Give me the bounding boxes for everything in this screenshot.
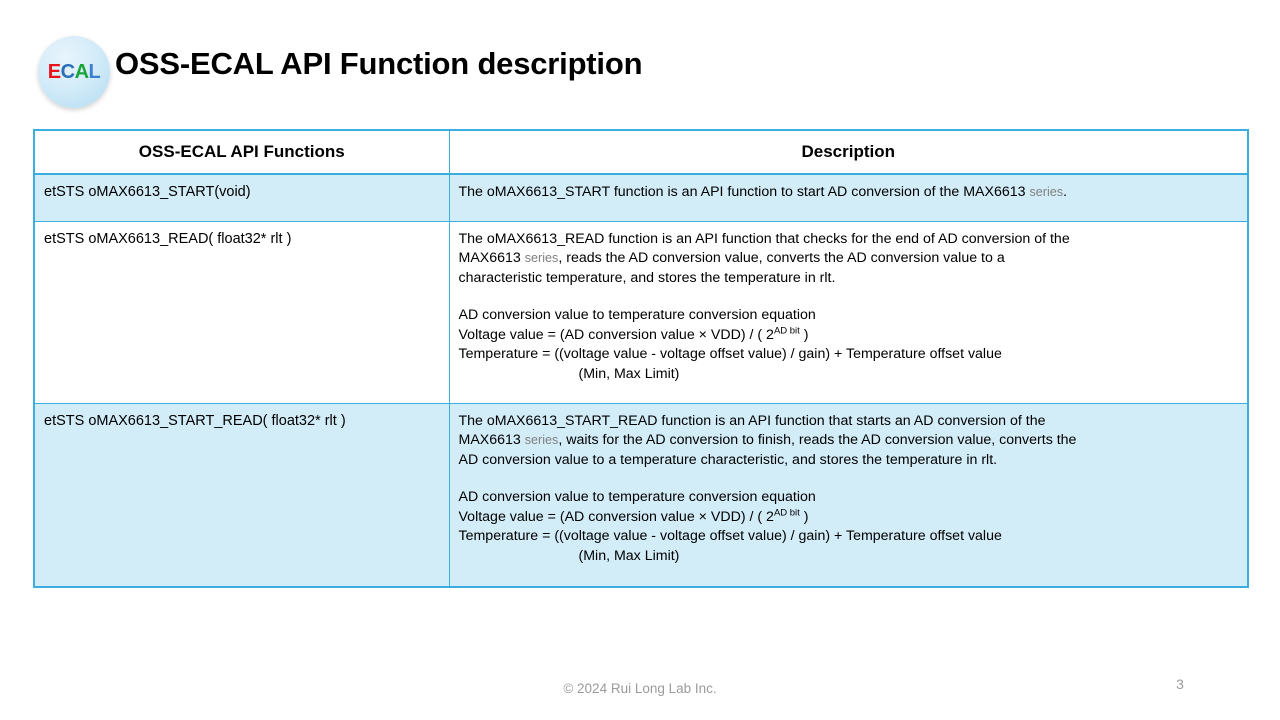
- logo-letter-e: E: [47, 61, 61, 83]
- equation-temperature: Temperature = ((voltage value - voltage …: [458, 528, 1002, 545]
- series-word: series: [1029, 185, 1064, 199]
- equation-voltage: Voltage value = (AD conversion value × V…: [459, 326, 1240, 345]
- series-word: series: [524, 433, 559, 448]
- description-spacer: [459, 470, 1240, 488]
- description-line: MAX6613 series, waits for the AD convers…: [459, 431, 1240, 450]
- column-header-description: Description: [448, 129, 1249, 175]
- logo-letter-l: L: [88, 61, 101, 83]
- function-signature: etSTS oMAX6613_START(void): [33, 173, 450, 222]
- description-text-end: , reads the AD conversion value, convert…: [558, 250, 1005, 267]
- equation-heading: AD conversion value to temperature conve…: [458, 489, 816, 506]
- logo-letter-c: C: [60, 61, 75, 83]
- description-line: The oMAX6613_READ function is an API fun…: [458, 231, 1070, 247]
- equation-exponent: AD bit: [773, 325, 800, 337]
- ecal-logo-text: ECAL: [47, 61, 101, 83]
- slide-header: ECAL OSS-ECAL API Function description: [0, 0, 1280, 118]
- ecal-logo: ECAL: [38, 36, 110, 108]
- equation-voltage-text: Voltage value = (AD conversion value × V…: [458, 508, 774, 525]
- equation-exponent: AD bit: [773, 507, 800, 519]
- description-text: The oMAX6613_START function is an API fu…: [458, 184, 1030, 200]
- equation-temperature: Temperature = ((voltage value - voltage …: [458, 346, 1002, 363]
- description-line: The oMAX6613_START_READ function is an A…: [458, 413, 1046, 429]
- description-line: MAX6613 series, reads the AD conversion …: [459, 249, 1240, 268]
- table-row: etSTS oMAX6613_READ( float32* rlt ) The …: [33, 221, 1249, 404]
- function-description: The oMAX6613_READ function is an API fun…: [448, 221, 1249, 404]
- description-text: MAX6613: [458, 250, 525, 267]
- page-title: OSS-ECAL API Function description: [115, 46, 643, 81]
- table-row: etSTS oMAX6613_START_READ( float32* rlt …: [33, 403, 1249, 588]
- description-line: AD conversion value to a temperature cha…: [458, 451, 998, 468]
- equation-voltage: Voltage value = (AD conversion value × V…: [459, 508, 1240, 527]
- description-text-end: , waits for the AD conversion to finish,…: [558, 432, 1077, 449]
- equation-limit: (Min, Max Limit): [578, 365, 680, 382]
- logo-letter-a: A: [74, 61, 89, 83]
- equation-voltage-tail: ): [799, 508, 809, 525]
- function-description: The oMAX6613_START_READ function is an A…: [448, 403, 1249, 588]
- description-text-end: .: [1063, 184, 1068, 200]
- description-line: characteristic temperature, and stores t…: [458, 269, 836, 286]
- series-word: series: [524, 251, 559, 266]
- column-header-functions: OSS-ECAL API Functions: [33, 129, 450, 175]
- description-text: MAX6613: [458, 432, 525, 449]
- table-header-row: OSS-ECAL API Functions Description: [33, 129, 1249, 175]
- function-signature: etSTS oMAX6613_START_READ( float32* rlt …: [33, 403, 450, 588]
- function-signature: etSTS oMAX6613_READ( float32* rlt ): [33, 221, 450, 404]
- page-number: 3: [1176, 676, 1184, 692]
- description-line: The oMAX6613_START function is an API fu…: [459, 183, 1240, 202]
- equation-voltage-text: Voltage value = (AD conversion value × V…: [458, 326, 774, 343]
- equation-voltage-tail: ): [799, 326, 809, 343]
- equation-heading: AD conversion value to temperature conve…: [458, 307, 816, 324]
- api-function-table: OSS-ECAL API Functions Description etSTS…: [33, 129, 1249, 588]
- function-description: The oMAX6613_START function is an API fu…: [448, 173, 1249, 222]
- footer-copyright: © 2024 Rui Long Lab Inc.: [563, 681, 717, 696]
- equation-limit: (Min, Max Limit): [578, 547, 680, 564]
- table-row: etSTS oMAX6613_START(void) The oMAX6613_…: [33, 173, 1249, 222]
- description-spacer: [459, 288, 1240, 306]
